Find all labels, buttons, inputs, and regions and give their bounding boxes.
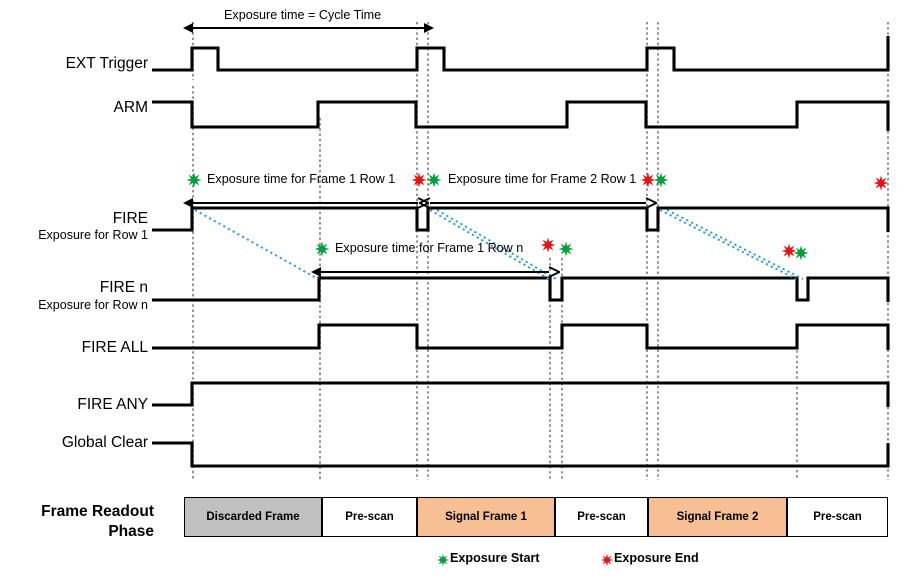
signal-sublabel-fire-row1: Exposure for Row 1 — [38, 228, 148, 242]
phase-box-label: Signal Frame 1 — [445, 511, 527, 523]
phase-box-signal-frame-2: Signal Frame 2 — [648, 497, 787, 537]
exposure-start-star — [426, 172, 442, 188]
exposure-end-star — [540, 237, 556, 253]
annotation-frame1-row1: Exposure time for Frame 1 Row 1 — [207, 172, 396, 186]
legend-end-star-icon — [600, 553, 614, 567]
signal-label-fire-any: FIRE ANY — [77, 396, 148, 413]
legend-start-star-icon — [436, 553, 450, 567]
legend-item-exposure-end: Exposure End — [614, 551, 699, 565]
exposure-start-star — [186, 172, 202, 188]
exposure-start-star — [314, 241, 330, 257]
exposure-end-star — [640, 172, 656, 188]
phase-box-pre-scan: Pre-scan — [322, 497, 417, 537]
waveform-fire-n — [152, 276, 890, 302]
phase-box-pre-scan: Pre-scan — [555, 497, 648, 537]
phase-box-discarded-frame: Discarded Frame — [184, 497, 322, 537]
phase-row-title-line2: Phase — [108, 523, 154, 540]
phase-box-label: Discarded Frame — [206, 511, 300, 523]
waveform-fire-all — [152, 323, 890, 350]
phase-box-signal-frame-1: Signal Frame 1 — [417, 497, 555, 537]
star-glyph — [436, 553, 450, 567]
signal-label-ext-trigger: EXT Trigger — [65, 55, 148, 72]
star-glyph — [600, 553, 614, 567]
phase-box-label: Pre-scan — [577, 511, 626, 523]
waveform-ext-trigger — [152, 36, 890, 72]
signal-label-arm: ARM — [113, 99, 148, 116]
waveform-fire-row1 — [152, 206, 890, 232]
annotation-cycle-time: Exposure time = Cycle Time — [224, 8, 382, 22]
phase-row-title: Frame Readout Phase — [0, 502, 154, 542]
phase-box-label: Pre-scan — [345, 511, 394, 523]
phase-box-label: Pre-scan — [813, 511, 862, 523]
phase-row-title-line1: Frame Readout — [41, 503, 154, 520]
phase-box-label: Signal Frame 2 — [676, 511, 759, 523]
exposure-start-star — [793, 245, 809, 261]
signal-label-global-clear: Global Clear — [61, 434, 148, 451]
exposure-start-star — [558, 241, 574, 257]
annotation-frame1-rown: Exposure time for Frame 1 Row n — [335, 241, 524, 255]
waveform-arm — [152, 100, 890, 131]
signal-label-fire-n: FIRE n — [99, 279, 148, 296]
waveform-fire-any — [152, 381, 890, 407]
exposure-end-star — [411, 172, 427, 188]
phase-box-pre-scan: Pre-scan — [787, 497, 888, 537]
legend-item-exposure-start: Exposure Start — [450, 551, 540, 565]
signal-label-fire-all: FIRE ALL — [81, 339, 148, 356]
signal-sublabel-fire-n: Exposure for Row n — [38, 298, 148, 312]
signal-label-fire-row1: FIRE — [112, 210, 148, 227]
exposure-start-star — [653, 172, 669, 188]
exposure-markers — [186, 172, 889, 261]
exposure-end-star — [873, 175, 889, 191]
exposure-end-star — [781, 243, 797, 259]
waveform-global-clear — [152, 441, 890, 468]
annotation-frame2-row1: Exposure time for Frame 2 Row 1 — [448, 172, 637, 186]
